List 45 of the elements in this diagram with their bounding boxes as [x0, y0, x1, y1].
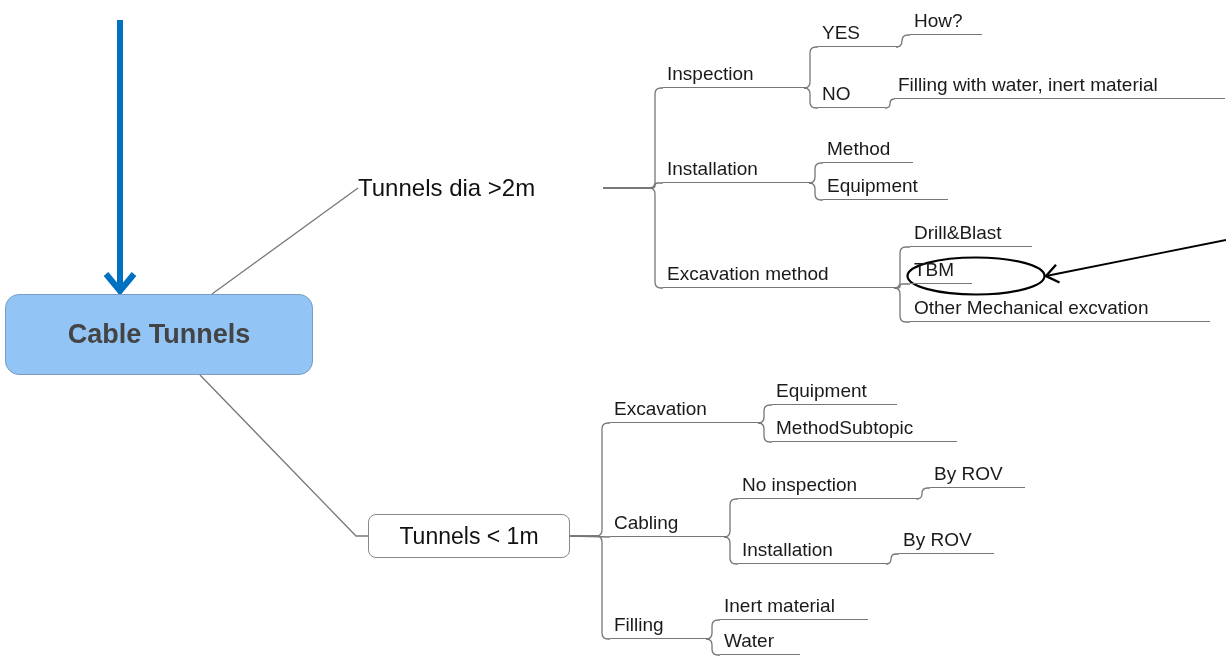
topic-text: No inspection: [742, 474, 858, 496]
branch-line: [211, 187, 359, 295]
topic-text: Equipment: [827, 175, 918, 197]
topic-box: [368, 514, 570, 558]
topic-text: YES: [822, 22, 861, 44]
central-topic-box: [5, 294, 313, 375]
topic-text: Excavation method: [667, 263, 829, 285]
arrow: [1044, 239, 1226, 284]
topic-text: Installation: [667, 158, 758, 180]
topic-text: Filling: [614, 614, 664, 636]
topic-text: Method: [827, 138, 891, 160]
branch-line: [884, 98, 896, 109]
topic-text: Other Mechanical excvation: [914, 297, 1149, 319]
branch-line: [885, 553, 900, 565]
branch-line: [199, 374, 369, 537]
branch-line: [757, 404, 773, 424]
topic-text: Filling with water, inert material: [898, 74, 1158, 96]
topic-text: Water: [724, 630, 774, 652]
topic-text: NO: [822, 83, 851, 105]
topic-text: TBM: [914, 259, 955, 281]
branch-line: [803, 87, 819, 109]
topic-text: Equipment: [776, 380, 867, 402]
branch-line: [895, 283, 911, 289]
branch-line: [705, 638, 721, 656]
topic-text: Cable Tunnels: [67, 319, 251, 350]
branch-line: [808, 182, 824, 201]
topic-text: Installation: [742, 539, 833, 561]
branch-line: [893, 287, 911, 323]
topic-text: Excavation: [614, 398, 707, 420]
topic-text: MethodSubtopic: [776, 417, 914, 439]
topic-text: By ROV: [934, 463, 1003, 485]
topic-text: How?: [914, 10, 963, 32]
topic-text: Inspection: [667, 63, 754, 85]
branch-line: [723, 536, 739, 565]
arrow: [103, 20, 137, 294]
topic-text: Cabling: [614, 512, 679, 534]
branch-line: [757, 422, 773, 443]
topic-text: By ROV: [903, 529, 972, 551]
highlight-ellipse: [906, 256, 1046, 296]
topic-text: Tunnels < 1m: [399, 522, 539, 550]
branch-line: [895, 34, 911, 48]
topic-text: Inert material: [724, 595, 835, 617]
branch-line: [915, 487, 931, 500]
topic-text: Tunnels dia >2m: [358, 174, 536, 202]
topic-text: Drill&Blast: [914, 222, 1002, 244]
